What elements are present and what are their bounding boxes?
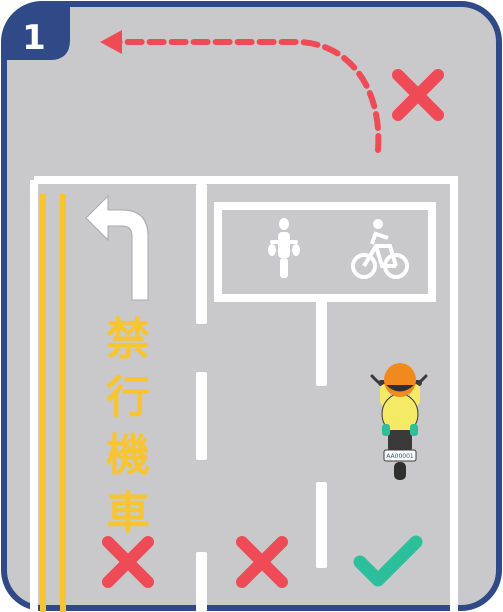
center-line-left [40, 194, 46, 612]
helmet [384, 363, 416, 397]
lane-divider-1 [196, 184, 207, 612]
no-motorcycles-marking: 禁 行 機 車 [106, 314, 150, 539]
svg-text:機: 機 [106, 430, 150, 481]
license-plate [383, 449, 417, 462]
turn-arrowhead-icon [100, 30, 122, 54]
cross-icon [392, 69, 444, 121]
svg-text:車: 車 [106, 488, 150, 539]
svg-text:禁: 禁 [106, 314, 150, 365]
center-line-right [60, 194, 66, 612]
check-icon [353, 535, 423, 587]
lane-divider-2 [316, 300, 327, 568]
stop-line [34, 176, 458, 612]
step-number: 1 [22, 18, 46, 58]
cross-icon [236, 536, 288, 588]
license-plate-text: AA00001 [386, 453, 414, 460]
bicycle-icon [351, 219, 409, 279]
illegal-left-turn-path [100, 30, 382, 153]
step-badge: 1 [4, 4, 70, 60]
motorcycle-icon [268, 218, 300, 278]
scooter-rider: AA00001 [370, 363, 428, 480]
svg-text:行: 行 [106, 372, 150, 423]
two-stage-waiting-zone [214, 202, 436, 302]
left-turn-arrow-icon [85, 194, 149, 301]
cross-icon [102, 536, 154, 588]
